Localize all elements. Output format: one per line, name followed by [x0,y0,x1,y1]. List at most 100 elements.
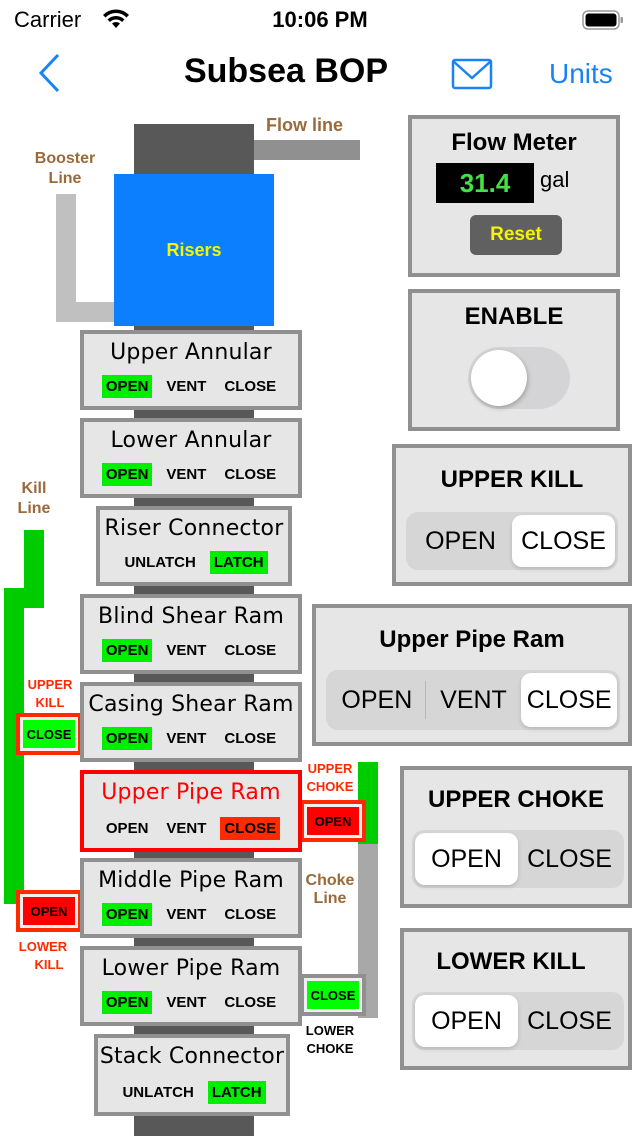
upper-kill-option-close[interactable]: CLOSE [512,515,615,567]
lower-pipe-ram-close-button[interactable]: CLOSE [224,994,277,1011]
toggle-knob [471,350,527,406]
riser-connector-latch-button[interactable]: LATCH [209,551,268,574]
upper-pipe-ram-close-button[interactable]: CLOSE [220,817,281,840]
upper-pipe-ram-open-button[interactable]: OPEN [105,820,149,837]
upper-annular-close-button[interactable]: CLOSE [224,378,277,395]
lower-kill-caption: LOWER KILL [8,938,78,974]
caption-line: KILL [35,695,65,710]
lower-choke-caption: LOWER CHOKE [302,1022,358,1058]
risers-block [114,174,274,326]
upper-kill-caption: UPPER KILL [14,676,86,712]
casing-shear-ram-buttons: OPEN VENT CLOSE [84,727,298,750]
blind-shear-ram-vent-button[interactable]: VENT [166,642,207,659]
blind-shear-ram-title: Blind Shear Ram [98,604,284,629]
caption-line: LOWER [18,939,68,954]
upper-pipe-ram-vent-button[interactable]: VENT [166,820,207,837]
upper-pipe-ram-option-open[interactable]: OPEN [341,685,413,714]
upper-annular-buttons: OPEN VENT CLOSE [84,375,298,398]
riser-connector-buttons: UNLATCH LATCH [100,551,288,574]
flow-meter-value: 31.4 [436,163,534,203]
risers-label: Risers [166,240,222,260]
lower-annular-buttons: OPEN VENT CLOSE [84,463,298,486]
stack-connector-unlatch-button[interactable]: UNLATCH [122,1084,194,1101]
page-title: Subsea BOP [183,52,389,90]
flow-meter-panel: Flow Meter 31.4 gal Reset [408,115,620,277]
lower-kill-segmented-control[interactable]: OPEN CLOSE [412,992,624,1050]
upper-annular-vent-button[interactable]: VENT [166,378,207,395]
lower-kill-valve[interactable]: OPEN [16,890,82,932]
upper-choke-title: UPPER CHOKE [427,786,605,813]
flow-line-pipe [254,140,360,160]
booster-line-label-2: Line [48,170,82,187]
lower-kill-panel: LOWER KILL OPEN CLOSE [400,928,632,1070]
caption-line: LOWER [305,1023,355,1038]
lower-kill-option-open[interactable]: OPEN [415,995,518,1047]
enable-panel: ENABLE [408,289,620,431]
lower-annular-close-button[interactable]: CLOSE [224,466,277,483]
choke-line-label-2: Line [313,890,347,907]
upper-pipe-ram-option-vent[interactable]: VENT [440,685,507,714]
lower-pipe-ram-vent-button[interactable]: VENT [166,994,207,1011]
casing-shear-ram-vent-button[interactable]: VENT [166,730,207,747]
lower-choke-valve-state[interactable]: CLOSE [307,981,359,1009]
upper-kill-option-open[interactable]: OPEN [425,526,496,555]
middle-pipe-ram-open-button[interactable]: OPEN [101,903,153,926]
upper-choke-valve[interactable]: OPEN [300,800,366,842]
upper-pipe-ram-option-close[interactable]: CLOSE [521,673,618,727]
upper-kill-valve-state[interactable]: CLOSE [23,720,75,748]
enable-title: ENABLE [464,303,564,330]
upper-choke-segmented-control[interactable]: OPEN CLOSE [412,830,624,888]
kill-line-label: Kill Line [8,479,60,519]
blind-shear-ram-open-button[interactable]: OPEN [101,639,153,662]
flow-meter-title: Flow Meter [451,129,577,156]
upper-annular-title: Upper Annular [110,340,272,365]
segment-separator [424,681,426,719]
upper-kill-valve[interactable]: CLOSE [16,713,82,755]
lower-kill-valve-state[interactable]: OPEN [23,897,75,925]
lower-pipe-ram-open-button[interactable]: OPEN [101,991,153,1014]
enable-toggle[interactable] [468,347,570,409]
middle-pipe-ram-buttons: OPEN VENT CLOSE [84,903,298,926]
reset-button[interactable]: Reset [470,215,562,255]
upper-pipe-ram-segmented-control[interactable]: OPEN VENT CLOSE [326,670,620,730]
lower-kill-option-close[interactable]: CLOSE [527,1006,612,1035]
casing-shear-ram-close-button[interactable]: CLOSE [224,730,277,747]
envelope-icon[interactable] [451,58,493,90]
casing-shear-ram-open-button[interactable]: OPEN [101,727,153,750]
back-chevron-icon[interactable] [36,52,62,94]
upper-kill-segmented-control[interactable]: OPEN CLOSE [406,512,618,570]
upper-choke-valve-state[interactable]: OPEN [307,807,359,835]
upper-choke-option-close[interactable]: CLOSE [527,844,612,873]
units-button[interactable]: Units [549,58,613,89]
lower-annular-open-button[interactable]: OPEN [101,463,153,486]
lower-choke-valve[interactable]: CLOSE [300,974,366,1016]
choke-line-label-1: Choke [305,872,355,889]
caption-line: UPPER [307,761,353,776]
flow-meter-unit: gal [540,167,570,192]
upper-pipe-ram-panel: Upper Pipe Ram OPEN VENT CLOSE [312,604,632,746]
stack-connector-latch-button[interactable]: LATCH [207,1081,266,1104]
booster-line-label: Booster Line [14,149,116,189]
blind-shear-ram-close-button[interactable]: CLOSE [224,642,277,659]
middle-pipe-ram-vent-button[interactable]: VENT [166,906,207,923]
upper-annular-open-button[interactable]: OPEN [101,375,153,398]
lower-annular-vent-button[interactable]: VENT [166,466,207,483]
lower-kill-title: LOWER KILL [436,948,586,975]
upper-choke-panel: UPPER CHOKE OPEN CLOSE [400,766,632,908]
caption-line: UPPER [27,677,73,692]
upper-choke-option-open[interactable]: OPEN [415,833,518,885]
stack-connector-buttons: UNLATCH LATCH [98,1081,286,1104]
riser-connector-unlatch-button[interactable]: UNLATCH [124,554,196,571]
upper-pipe-ram-title: Upper Pipe Ram [379,626,565,653]
lower-annular-title: Lower Annular [110,428,272,453]
middle-pipe-ram-close-button[interactable]: CLOSE [224,906,277,923]
upper-choke-caption: UPPER CHOKE [302,760,358,796]
